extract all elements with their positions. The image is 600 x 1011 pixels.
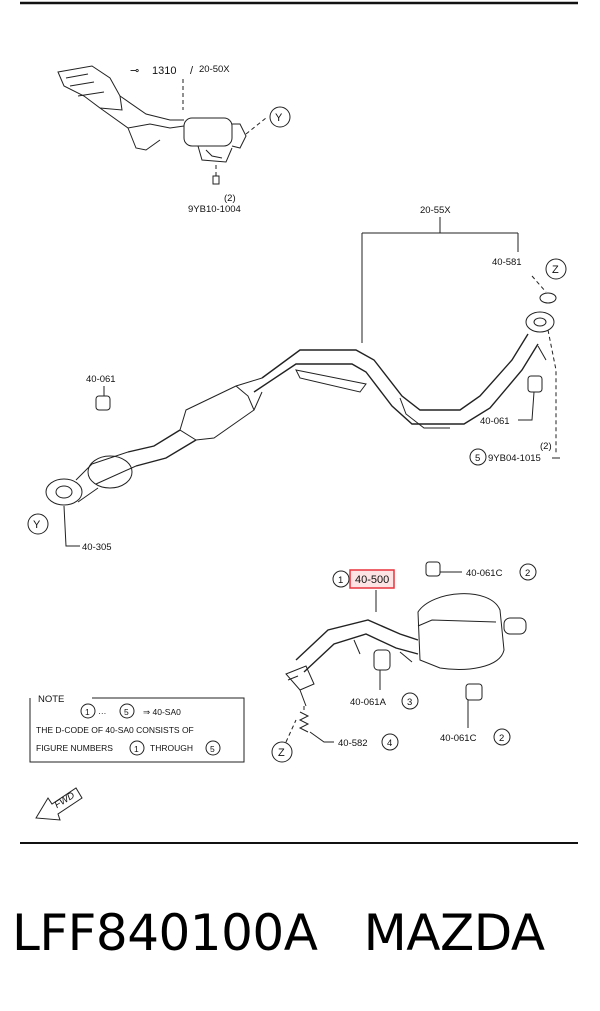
- callout-y-bottom: Y: [27, 513, 49, 535]
- svg-text:5: 5: [124, 707, 129, 717]
- muffler-label: 40-500: [355, 574, 389, 586]
- svg-text:3: 3: [407, 697, 412, 708]
- callout-2-top: 2: [519, 563, 537, 581]
- svg-text:2: 2: [499, 733, 504, 744]
- callout-z-bottom: Z: [271, 741, 293, 763]
- note-line2: THE D-CODE OF 40-SA0 CONSISTS OF: [36, 725, 194, 735]
- note-box: NOTE 1 … 5 ⇒ 40-SA0 THE D-CODE OF 40-SA0…: [29, 694, 245, 763]
- svg-text:1: 1: [338, 575, 343, 586]
- top-ref-label: 20-50X: [199, 64, 230, 75]
- svg-text:Y: Y: [275, 112, 283, 124]
- svg-text:THROUGH: THROUGH: [150, 743, 193, 753]
- callout-1-muffler: 1: [332, 570, 350, 588]
- hanger-c-top-label: 40-061C: [466, 568, 503, 579]
- svg-text:1: 1: [134, 744, 139, 754]
- svg-text:/: /: [190, 65, 194, 77]
- hanger-a-label: 40-061A: [350, 697, 387, 708]
- callout-2-bottom: 2: [493, 728, 511, 746]
- muffler-illustration: [285, 561, 527, 707]
- svg-text:Z: Z: [278, 747, 285, 759]
- note-line3: FIGURE NUMBERS: [36, 743, 113, 753]
- part-number-caption: LFF840100A MAZDA: [12, 904, 545, 962]
- flange-gasket-label: 40-305: [82, 542, 112, 553]
- svg-text:1: 1: [85, 707, 90, 717]
- note-title: NOTE: [38, 694, 64, 705]
- bolt-top-qty: (2): [224, 193, 236, 204]
- callout-3: 3: [401, 692, 419, 710]
- svg-text:…: …: [98, 706, 107, 716]
- svg-text:5: 5: [475, 453, 480, 464]
- bolt-right-qty: (2): [540, 441, 552, 452]
- svg-text:FWD: FWD: [53, 790, 77, 811]
- callout-5-right: 5: [469, 448, 487, 466]
- top-part-label: 1310: [152, 65, 176, 77]
- hanger-c-bottom-label: 40-061C: [440, 733, 477, 744]
- svg-text:5: 5: [210, 744, 215, 754]
- spring-label: 40-582: [338, 738, 368, 749]
- svg-text:⇒ 40-SA0: ⇒ 40-SA0: [143, 707, 181, 717]
- callout-y-top: Y: [269, 106, 291, 128]
- hanger-right-label: 40-061: [480, 416, 510, 427]
- callout-z-top: Z: [545, 258, 567, 280]
- gasket-label: 40-581: [492, 257, 522, 268]
- spring-illustration: [298, 711, 310, 733]
- exhaust-manifold-illustration: [57, 65, 247, 185]
- o2-sensor-icon: ⊸: [130, 65, 139, 77]
- svg-text:Z: Z: [552, 264, 559, 276]
- svg-text:Y: Y: [33, 519, 41, 531]
- muffler-highlight-box: [349, 569, 395, 589]
- bolt-top-label: 9YB10-1004: [188, 204, 241, 215]
- svg-text:4: 4: [387, 738, 392, 749]
- callout-4: 4: [381, 733, 399, 751]
- fwd-arrow-icon: FWD: [35, 787, 83, 821]
- hanger-left-label: 40-061: [86, 374, 116, 385]
- svg-text:2: 2: [525, 568, 530, 579]
- bolt-right-label: 9YB04-1015: [488, 453, 541, 464]
- main-ref-label: 20-55X: [420, 205, 451, 216]
- front-pipe-assembly: [45, 292, 557, 506]
